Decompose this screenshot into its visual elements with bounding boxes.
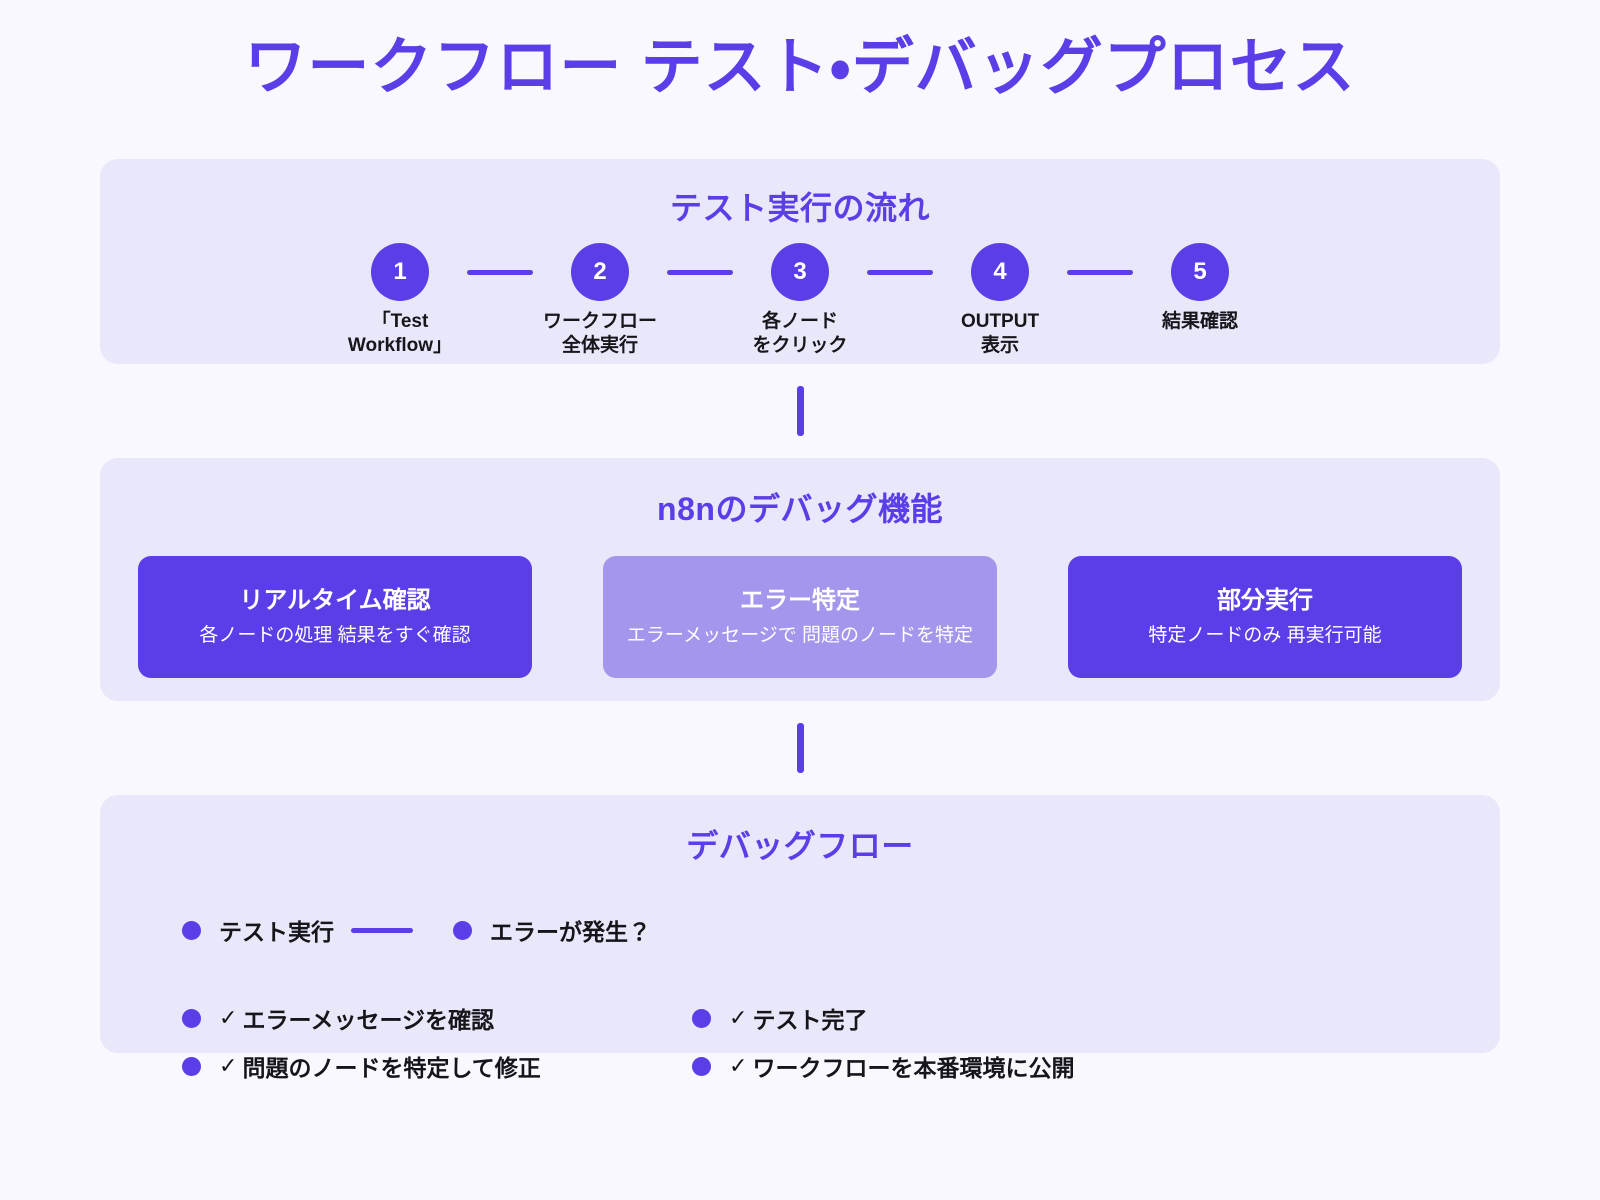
page-title: ワークフロー テスト・デバッグプロセス <box>244 33 1356 102</box>
list-item-label: ワークフローを本番環境に公開 <box>752 1055 1075 1082</box>
check-icon: ✓ <box>219 1005 238 1031</box>
step-item-4[interactable]: 4 OUTPUT 表示 <box>933 243 1067 358</box>
step-label: 各ノード をクリック <box>752 311 848 357</box>
vertical-connector-icon-top <box>796 386 804 437</box>
test-flow-heading: テスト実行の流れ <box>669 190 930 227</box>
debug-flow-panel: デバッグフロー テスト実行 エラーが発生？ ✓ エラーメッセージを確認 <box>100 795 1500 1081</box>
debug-flow-heading: デバッグフロー <box>686 828 914 865</box>
step-connector-icon <box>667 270 733 276</box>
feature-card-title: 部分実行 <box>1217 586 1313 614</box>
feature-card-error-identify[interactable]: エラー特定 エラーメッセージで 問題のノードを特定 <box>603 556 997 679</box>
bullet-icon <box>182 920 201 940</box>
step-label: 結果確認 <box>1161 311 1238 333</box>
step-number-badge: 1 <box>371 243 429 302</box>
flow-item-label: テスト実行 <box>219 919 334 946</box>
feature-card-title: エラー特定 <box>740 586 860 614</box>
feature-card-realtime[interactable]: リアルタイム確認 各ノードの処理 結果をすぐ確認 <box>138 556 532 679</box>
flow-item-label: エラーが発生？ <box>490 919 651 946</box>
list-item-label: テスト完了 <box>752 1007 868 1034</box>
feature-card-desc: エラーメッセージで 問題のノードを特定 <box>626 625 974 647</box>
check-icon: ✓ <box>729 1005 748 1031</box>
flow-item-error-occurred[interactable]: エラーが発生？ <box>453 913 651 947</box>
list-item-publish-workflow[interactable]: ✓ ワークフローを本番環境に公開 <box>692 1049 1074 1083</box>
feature-card-desc: 特定ノードのみ 再実行可能 <box>1148 625 1382 647</box>
step-number-badge: 2 <box>571 243 629 302</box>
step-number-badge: 4 <box>971 243 1029 302</box>
step-number-badge: 5 <box>1171 243 1229 302</box>
step-connector-icon <box>867 270 933 276</box>
debug-flow-top-row: テスト実行 エラーが発生？ <box>100 913 1500 947</box>
bullet-icon <box>692 1056 711 1076</box>
debug-features-heading: n8nのデバッグ機能 <box>657 491 943 528</box>
debug-flow-left-column: ✓ エラーメッセージを確認 ✓ 問題のノードを特定して修正 <box>182 1001 692 1083</box>
feature-card-desc: 各ノードの処理 結果をすぐ確認 <box>199 625 471 647</box>
feature-card-title: リアルタイム確認 <box>239 586 431 614</box>
step-number-badge: 3 <box>771 243 829 302</box>
bullet-icon <box>453 920 472 940</box>
step-item-5[interactable]: 5 結果確認 <box>1133 243 1267 334</box>
flow-connector-icon <box>351 927 413 933</box>
steps-row: 1 「Test Workflow」 2 ワークフロー 全体実行 3 各ノード を… <box>100 243 1500 358</box>
test-flow-panel: テスト実行の流れ 1 「Test Workflow」 2 ワークフロー 全体実行… <box>100 159 1500 365</box>
step-connector-icon <box>1067 270 1133 276</box>
bullet-icon <box>182 1056 201 1076</box>
step-item-2[interactable]: 2 ワークフロー 全体実行 <box>533 243 667 358</box>
debug-flow-right-column: ✓ テスト完了 ✓ ワークフローを本番環境に公開 <box>692 1001 1074 1083</box>
flow-item-test-run[interactable]: テスト実行 <box>182 913 334 947</box>
list-item-fix-node[interactable]: ✓ 問題のノードを特定して修正 <box>182 1049 692 1083</box>
list-item-test-complete[interactable]: ✓ テスト完了 <box>692 1001 1074 1035</box>
step-item-3[interactable]: 3 各ノード をクリック <box>733 243 867 358</box>
bullet-icon <box>182 1008 201 1028</box>
list-item-label: エラーメッセージを確認 <box>242 1007 495 1034</box>
feature-card-partial-run[interactable]: 部分実行 特定ノードのみ 再実行可能 <box>1068 556 1462 679</box>
step-connector-icon <box>467 270 533 276</box>
check-icon: ✓ <box>729 1053 748 1079</box>
list-item-check-error-message[interactable]: ✓ エラーメッセージを確認 <box>182 1001 692 1035</box>
list-item-label: 問題のノードを特定して修正 <box>242 1055 541 1082</box>
debug-features-panel: n8nのデバッグ機能 リアルタイム確認 各ノードの処理 結果をすぐ確認 エラー特… <box>100 458 1500 702</box>
vertical-connector-icon-bottom <box>796 723 804 774</box>
step-label: 「Test Workflow」 <box>347 311 453 357</box>
bullet-icon <box>692 1008 711 1028</box>
debug-flow-columns: ✓ エラーメッセージを確認 ✓ 問題のノードを特定して修正 ✓ テスト完了 <box>100 1001 1500 1083</box>
check-icon: ✓ <box>219 1053 238 1079</box>
feature-card-row: リアルタイム確認 各ノードの処理 結果をすぐ確認 エラー特定 エラーメッセージで… <box>100 556 1500 679</box>
step-item-1[interactable]: 1 「Test Workflow」 <box>333 243 467 358</box>
step-label: OUTPUT 表示 <box>960 311 1040 357</box>
step-label: ワークフロー 全体実行 <box>542 311 657 357</box>
